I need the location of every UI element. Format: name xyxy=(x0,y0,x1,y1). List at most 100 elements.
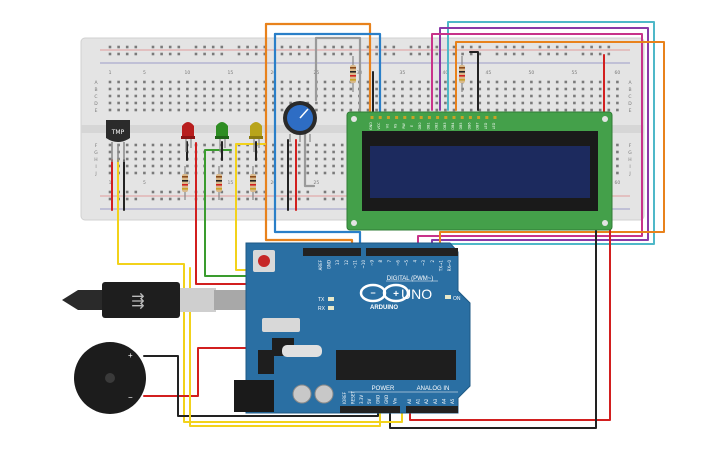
row-letter: B xyxy=(628,87,631,93)
resistor[interactable] xyxy=(250,166,256,200)
resistor[interactable] xyxy=(182,166,188,200)
buzzer-plus: + xyxy=(128,351,133,360)
tmp-label: TMP xyxy=(111,129,125,136)
column-number: 1 xyxy=(109,70,112,76)
digital-pin-label: 4 xyxy=(413,260,418,263)
power-pin-label: GND xyxy=(384,395,389,404)
power-pin-label: 5V xyxy=(367,398,372,404)
power-jack[interactable] xyxy=(234,380,274,412)
power-pin-label: Vin xyxy=(392,397,397,404)
wire-blue-lcd[interactable] xyxy=(273,32,382,120)
wire-black-gnd-right[interactable] xyxy=(389,195,597,429)
temperature-sensor[interactable]: TMP xyxy=(106,120,130,162)
analog-pin-label: A5 xyxy=(450,398,455,404)
power-pin-label: IOREF xyxy=(342,391,347,404)
power-pin-label: GND xyxy=(376,395,381,404)
row-letter: F xyxy=(629,143,632,149)
digital-pin-label: ~9 xyxy=(370,260,375,266)
wire-orange-d5[interactable] xyxy=(439,41,665,251)
lcd-pin-label: V0 xyxy=(385,124,389,128)
wire-blue-down[interactable] xyxy=(273,32,362,252)
column-number: 25 xyxy=(314,180,320,186)
column-number: 50 xyxy=(529,70,535,76)
row-letter: C xyxy=(628,94,631,100)
digital-pin-label: 8 xyxy=(378,260,383,263)
lcd-screen xyxy=(370,146,590,198)
digital-pin-label: ~3 xyxy=(421,260,426,266)
wire-gray-pot-wiper[interactable] xyxy=(303,126,316,188)
lcd-pin-label: E xyxy=(410,125,414,127)
on-label: ON xyxy=(453,296,461,302)
lcd-pin-label: DB0 xyxy=(418,122,422,129)
column-number: 15 xyxy=(228,180,234,186)
column-number: 10 xyxy=(185,70,191,76)
row-letter: J xyxy=(94,171,96,177)
resistor[interactable] xyxy=(459,56,465,92)
potentiometer[interactable] xyxy=(283,101,317,142)
led-yellow[interactable] xyxy=(249,122,263,152)
resistor[interactable] xyxy=(350,56,356,92)
piezo-buzzer[interactable]: + − xyxy=(74,342,146,414)
led-red[interactable] xyxy=(181,122,195,152)
buzzer-minus: − xyxy=(128,393,133,402)
row-letter: A xyxy=(628,80,632,86)
digital-pin-label: 2 xyxy=(430,260,435,263)
digital-pin-label: ~11 xyxy=(352,260,357,269)
column-number: 15 xyxy=(228,70,234,76)
analog-label: ANALOG IN xyxy=(417,386,450,392)
column-number: 55 xyxy=(572,70,578,76)
column-number: 20 xyxy=(271,70,277,76)
resistor[interactable] xyxy=(216,166,222,200)
digital-pin-label: RX←0 xyxy=(447,260,452,272)
row-letter: E xyxy=(629,108,632,114)
rx-label: RX xyxy=(318,306,326,312)
lcd-pin-label: DB1 xyxy=(426,122,430,129)
wire-gray-pot[interactable] xyxy=(314,36,362,120)
digital-pin-label: ~5 xyxy=(404,260,409,266)
atmega-chip xyxy=(336,350,456,380)
row-letter: C xyxy=(94,94,97,100)
usb-cable: ⇶ xyxy=(62,282,248,318)
lcd-pin-label: DB4 xyxy=(451,122,455,129)
wire-black-top2[interactable] xyxy=(469,51,479,111)
digital-label: DIGITAL (PWM~) xyxy=(387,276,434,282)
digital-pin-label: TX→1 xyxy=(438,260,443,273)
lcd-pin-label: LED xyxy=(484,122,488,129)
lcd-pin-label: VCC xyxy=(377,122,381,130)
wire-yellow-5v[interactable] xyxy=(189,267,381,427)
column-number: 40 xyxy=(443,70,449,76)
led-green[interactable] xyxy=(215,122,229,152)
wire-yellow-tmp-a0[interactable] xyxy=(117,159,403,423)
row-letter: A xyxy=(94,80,98,86)
analog-pin-label: A0 xyxy=(407,398,412,404)
column-number: 60 xyxy=(615,70,621,76)
usb-icon: ⇶ xyxy=(131,292,144,310)
analog-pin-label: A4 xyxy=(441,398,446,404)
svg-text:+: + xyxy=(393,289,399,300)
column-number: 20 xyxy=(271,180,277,186)
resistors xyxy=(182,56,465,200)
row-letter: D xyxy=(628,101,632,107)
analog-pin-label: A3 xyxy=(433,398,438,404)
wire-orange-lcd-top2[interactable] xyxy=(264,22,372,120)
digital-pin-label: 13 xyxy=(335,260,340,266)
wire-magenta-d4[interactable] xyxy=(417,33,643,251)
wire-purple-d3[interactable] xyxy=(431,27,649,251)
row-letter: D xyxy=(94,101,98,107)
digital-pin-label: ~6 xyxy=(395,260,400,266)
row-letter: G xyxy=(94,150,98,156)
row-letter: I xyxy=(629,164,630,170)
arduino-model: UNO xyxy=(401,286,432,302)
lcd-pin-label: LED xyxy=(492,122,496,129)
row-letter: E xyxy=(95,108,98,114)
lcd-pin-label: DB5 xyxy=(459,122,463,129)
lcd-pin-label: DB6 xyxy=(467,122,471,129)
lcd-pin-label: GND xyxy=(369,122,373,130)
power-pin-label: 3.3V xyxy=(359,395,364,404)
